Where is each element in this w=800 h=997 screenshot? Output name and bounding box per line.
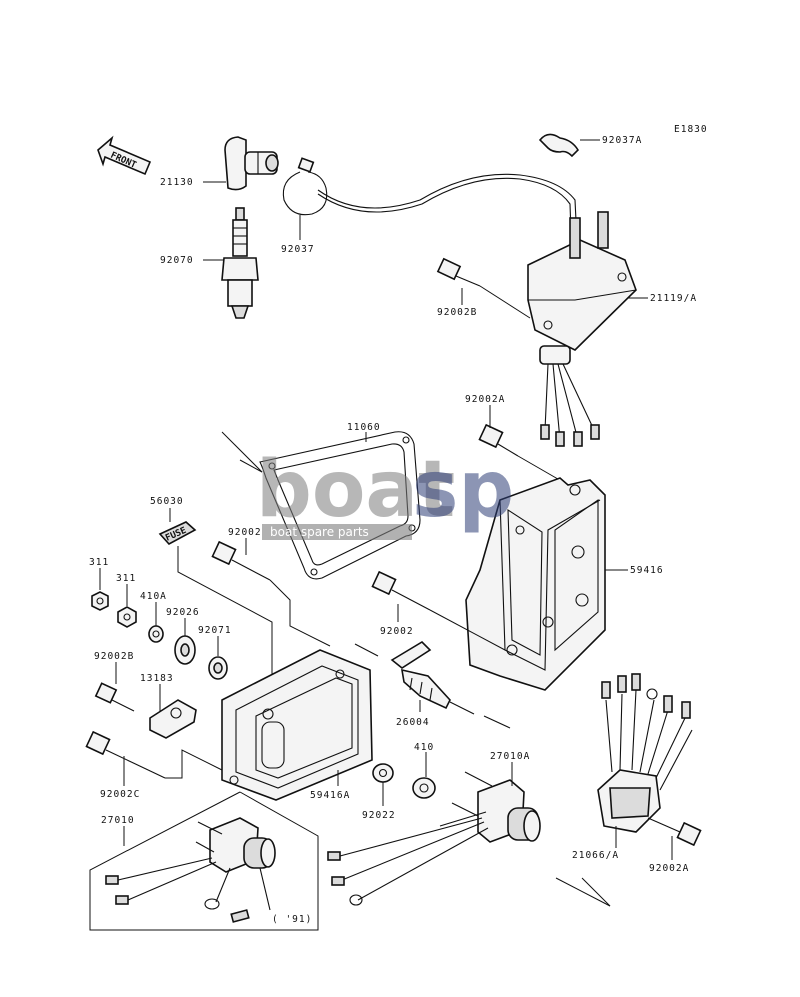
- label-21066a: 21066/A: [572, 850, 619, 861]
- clamp-band: [282, 157, 328, 216]
- label-92037: 92037: [281, 244, 315, 255]
- label-92026: 92026: [166, 607, 200, 618]
- label-92070: 92070: [160, 255, 194, 266]
- label-21130: 21130: [160, 177, 194, 188]
- label-92002b-top: 92002B: [437, 307, 477, 318]
- nut-311-b: [117, 606, 137, 628]
- bolt-92002-b: [371, 570, 431, 611]
- bolt-92002a-bottom: [647, 817, 702, 847]
- bolt-92002-a: [211, 540, 271, 581]
- bracket-13183: [149, 699, 197, 739]
- label-56030: 56030: [150, 496, 184, 507]
- electric-box-case: [221, 649, 373, 801]
- label-92002-b: 92002: [380, 626, 414, 637]
- diagram-code: E1830: [674, 124, 708, 135]
- label-92037a: 92037A: [602, 135, 642, 146]
- electric-box-cover: [465, 477, 606, 691]
- watermark-logo: boat sp boat spare parts: [256, 445, 514, 540]
- grommet-92071: [208, 656, 228, 680]
- grommet-92026: [174, 635, 196, 665]
- label-27010: 27010: [101, 815, 135, 826]
- label-13183: 13183: [140, 673, 174, 684]
- watermark-text-b: sp: [412, 445, 514, 535]
- front-arrow-icon: FRONT: [97, 135, 152, 176]
- inset-27010-box: [89, 791, 319, 931]
- watermark-text-a: boat: [256, 445, 455, 535]
- starter-relay-27010a: [327, 771, 541, 906]
- label-410: 410: [414, 742, 434, 753]
- regulator-21066a: [597, 673, 693, 833]
- fuse: FUSE: [158, 521, 197, 546]
- spark-plug-cap: [224, 136, 279, 191]
- label-92071: 92071: [198, 625, 232, 636]
- label-21119a: 21119/A: [650, 293, 697, 304]
- bolt-92002c: [85, 730, 166, 779]
- label-26004: 26004: [396, 717, 430, 728]
- label-92002-a: 92002: [228, 527, 262, 538]
- spark-plug: [221, 207, 259, 319]
- year-note: ( '91): [272, 914, 312, 925]
- connector-26004: [354, 640, 511, 729]
- label-27010a: 27010A: [490, 751, 530, 762]
- label-11060: 11060: [347, 422, 381, 433]
- label-92002a-top: 92002A: [465, 394, 505, 405]
- clip-92037a: [538, 133, 580, 158]
- label-92002a-bottom: 92002A: [649, 863, 689, 874]
- label-410a: 410A: [140, 591, 167, 602]
- watermark-tagline: boat spare parts: [270, 525, 369, 539]
- igniter-unit: [527, 211, 637, 447]
- label-59416a: 59416A: [310, 790, 350, 801]
- label-59416: 59416: [630, 565, 664, 576]
- washer-410a: [148, 625, 164, 643]
- label-92002b-mid: 92002B: [94, 651, 134, 662]
- washer-92022: [372, 763, 394, 783]
- bolt-92002a-top: [478, 423, 519, 457]
- bolt-92002b-mid: [94, 682, 135, 712]
- label-311-b: 311: [116, 573, 136, 584]
- nut-311-a: [91, 591, 109, 611]
- label-92002c: 92002C: [100, 789, 140, 800]
- bolt-92002b-top: [436, 257, 481, 287]
- label-92022: 92022: [362, 810, 396, 821]
- label-311-a: 311: [89, 557, 109, 568]
- washer-410: [412, 777, 436, 799]
